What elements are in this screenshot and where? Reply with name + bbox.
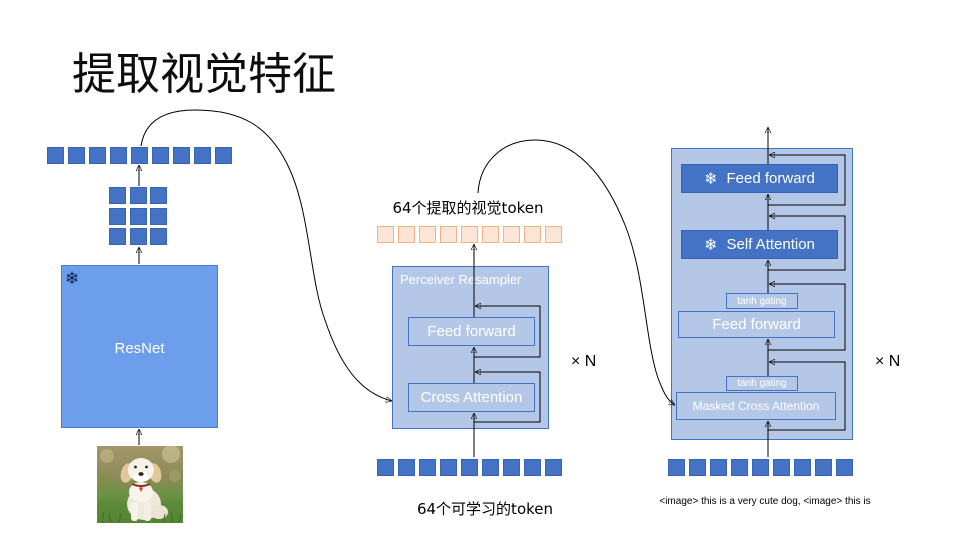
gated-feed-forward-label: Feed forward — [712, 316, 801, 333]
frozen-feed-forward-label: Feed forward — [726, 170, 815, 187]
extracted-visual-token — [419, 226, 436, 243]
text-token — [836, 459, 853, 476]
text-token — [752, 459, 769, 476]
interleaved-text-input: <image> this is a very cute dog, <image>… — [659, 496, 871, 507]
snowflake-icon: ❄ — [704, 168, 718, 188]
learned-latent-token — [524, 459, 541, 476]
learned-tokens-caption: 64个可学习的token — [416, 500, 554, 518]
learned-latent-token — [440, 459, 457, 476]
dog-photo — [97, 446, 183, 523]
feature-map-cell — [150, 207, 167, 225]
perceiver-feed-forward-label: Feed forward — [427, 323, 516, 340]
extracted-visual-token — [377, 226, 394, 243]
extracted-visual-token — [398, 226, 415, 243]
extracted-visual-token — [482, 226, 499, 243]
lm-block-repeat-label: × N — [875, 353, 901, 370]
feature-map-grid — [109, 187, 167, 245]
perceiver-cross-attention-layer: Cross Attention — [408, 383, 535, 412]
visual-feature-token — [89, 147, 106, 164]
lower-tanh-gating-label: tanh gating — [737, 378, 787, 389]
perceiver-feed-forward-layer: Feed forward — [408, 317, 535, 346]
extracted-visual-token-row — [377, 226, 562, 243]
extracted-visual-token — [545, 226, 562, 243]
visual-feature-token — [47, 147, 64, 164]
feature-map-cell — [129, 187, 147, 204]
feature-map-cell — [109, 228, 126, 245]
learned-latent-token — [461, 459, 478, 476]
extracted-visual-token — [440, 226, 457, 243]
text-token — [815, 459, 832, 476]
perceiver-resampler-block: Perceiver Resampler Feed forward Cross A… — [392, 266, 549, 429]
masked-cross-attention-layer: Masked Cross Attention — [676, 392, 836, 420]
language-model-block: ❄ Feed forward ❄ Self Attention tanh gat… — [671, 148, 853, 440]
text-token — [773, 459, 790, 476]
visual-feature-token — [215, 147, 232, 164]
upper-tanh-gating-label: tanh gating — [737, 295, 787, 307]
upper-tanh-gating: tanh gating — [726, 293, 798, 309]
text-token-row — [668, 459, 853, 476]
feature-map-cell — [150, 228, 167, 245]
learned-latent-token — [503, 459, 520, 476]
feature-map-cell — [109, 187, 126, 204]
feature-map-cell — [129, 228, 147, 245]
visual-feature-token — [152, 147, 169, 164]
extracted-visual-token — [524, 226, 541, 243]
feature-map-cell — [129, 207, 147, 225]
learned-latent-token — [377, 459, 394, 476]
feature-map-cell — [109, 207, 126, 225]
text-token — [710, 459, 727, 476]
perceiver-resampler-title: Perceiver Resampler — [400, 272, 522, 287]
resnet-encoder-block: ❄ ResNet — [61, 265, 218, 428]
perceiver-repeat-label: × N — [571, 353, 597, 370]
masked-cross-attention-label: Masked Cross Attention — [692, 399, 820, 413]
learned-latent-token — [545, 459, 562, 476]
frozen-self-attention-label: Self Attention — [726, 236, 815, 253]
lower-tanh-gating: tanh gating — [726, 376, 798, 391]
snowflake-icon: ❄ — [65, 269, 80, 289]
visual-feature-token — [131, 147, 148, 164]
snowflake-icon: ❄ — [704, 234, 718, 254]
text-token — [731, 459, 748, 476]
visual-feature-token — [110, 147, 127, 164]
extracted-visual-token — [503, 226, 520, 243]
text-token — [689, 459, 706, 476]
text-token — [668, 459, 685, 476]
learned-latent-token-row — [377, 459, 562, 476]
visual-feature-token-row — [47, 147, 232, 164]
feature-map-cell — [150, 187, 167, 204]
frozen-feed-forward-layer: ❄ Feed forward — [681, 164, 838, 193]
learned-latent-token — [482, 459, 499, 476]
learned-latent-token — [398, 459, 415, 476]
visual-feature-token — [194, 147, 211, 164]
text-token — [794, 459, 811, 476]
slide-title: 提取视觉特征 — [72, 49, 336, 100]
perceiver-cross-attention-label: Cross Attention — [420, 389, 523, 406]
gated-feed-forward-layer: Feed forward — [678, 311, 835, 338]
extracted-visual-token — [461, 226, 478, 243]
learned-latent-token — [419, 459, 436, 476]
visual-feature-token — [68, 147, 85, 164]
frozen-self-attention-layer: ❄ Self Attention — [681, 230, 838, 259]
extracted-visual-tokens-caption: 64个提取的视觉token — [392, 199, 544, 217]
visual-feature-token — [173, 147, 190, 164]
resnet-label: ResNet — [114, 340, 165, 357]
